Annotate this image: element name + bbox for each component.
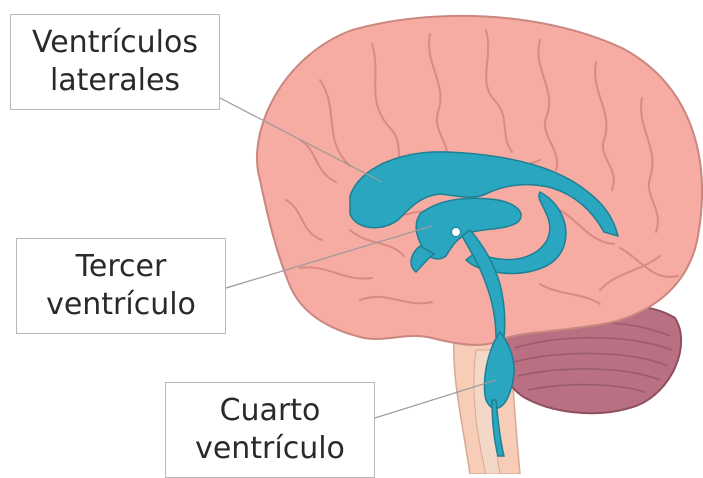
label-lateral-line2: laterales xyxy=(32,62,198,100)
label-third-line1: Tercer xyxy=(46,248,196,286)
label-fourth-line1: Cuarto xyxy=(195,392,345,430)
label-lateral-line1: Ventrículos xyxy=(32,24,198,62)
label-third-ventricle: Tercer ventrículo xyxy=(16,238,226,334)
label-lateral-ventricles: Ventrículos laterales xyxy=(10,14,220,110)
label-third-line2: ventrículo xyxy=(46,286,196,324)
label-fourth-ventricle: Cuarto ventrículo xyxy=(165,382,375,478)
label-fourth-line2: ventrículo xyxy=(195,430,345,468)
